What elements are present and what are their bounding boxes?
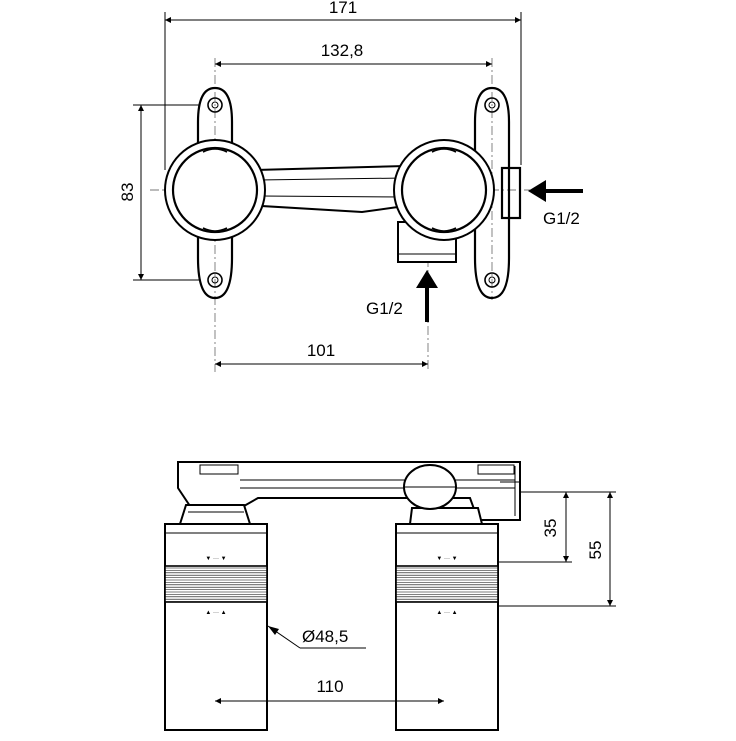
left-valve-body [164, 139, 266, 241]
right-mounting-flange [473, 86, 511, 300]
top-view: 171 132,8 83 101 G1/2 G1/2 [118, 0, 583, 372]
svg-text:▼ ··· ▼: ▼ ··· ▼ [205, 556, 226, 562]
right-cylinder: ▼ ··· ▼ ▲ ··· ▲ [395, 523, 499, 731]
dim-label-110: 110 [316, 677, 343, 696]
dim-label-132-8: 132,8 [321, 41, 364, 60]
dimension-height: 83 [118, 104, 200, 281]
right-side-inlet-body [500, 166, 522, 220]
dim-label-35: 35 [541, 519, 560, 538]
dimension-hole-spacing: 132,8 [215, 41, 492, 67]
dim-label-101: 101 [307, 341, 335, 360]
label-bottom-inlet: G1/2 [366, 299, 403, 318]
left-knurl-band [165, 567, 267, 602]
bridge-pipe [253, 164, 406, 214]
side-view: ▼ ··· ▼ ▲ ··· ▲ ▼ ··· ▼ ▲ ··· ▲ 35 55 [164, 461, 616, 731]
left-side-joint [178, 504, 252, 525]
mounting-holes [207, 97, 500, 288]
right-valve-body [393, 139, 495, 241]
svg-text:▲ ··· ▲: ▲ ··· ▲ [205, 610, 226, 616]
right-knurl-band [396, 567, 498, 602]
dimension-depth-55: 55 [498, 492, 616, 607]
dimension-overall-width: 171 [164, 0, 522, 170]
dimension-centre-distance: 110 [215, 677, 444, 704]
dim-label-diameter: Ø48,5 [302, 627, 348, 646]
dim-label-171: 171 [329, 0, 357, 17]
side-inlet-arrow: G1/2 [528, 180, 583, 228]
left-cylinder: ▼ ··· ▼ ▲ ··· ▲ [164, 523, 268, 731]
dim-label-55: 55 [586, 541, 605, 560]
svg-text:▲ ··· ▲: ▲ ··· ▲ [436, 610, 457, 616]
dimension-inlet-distance: 101 [215, 341, 428, 367]
dimension-diameter: Ø48,5 [267, 625, 366, 649]
right-side-joint [403, 464, 484, 525]
dimension-depth-35: 35 [498, 491, 616, 563]
label-side-inlet: G1/2 [543, 209, 580, 228]
bottom-inlet-arrow: G1/2 [366, 270, 438, 322]
svg-text:▼ ··· ▼: ▼ ··· ▼ [436, 556, 457, 562]
left-mounting-flange [196, 86, 234, 300]
dim-label-83: 83 [118, 183, 137, 202]
